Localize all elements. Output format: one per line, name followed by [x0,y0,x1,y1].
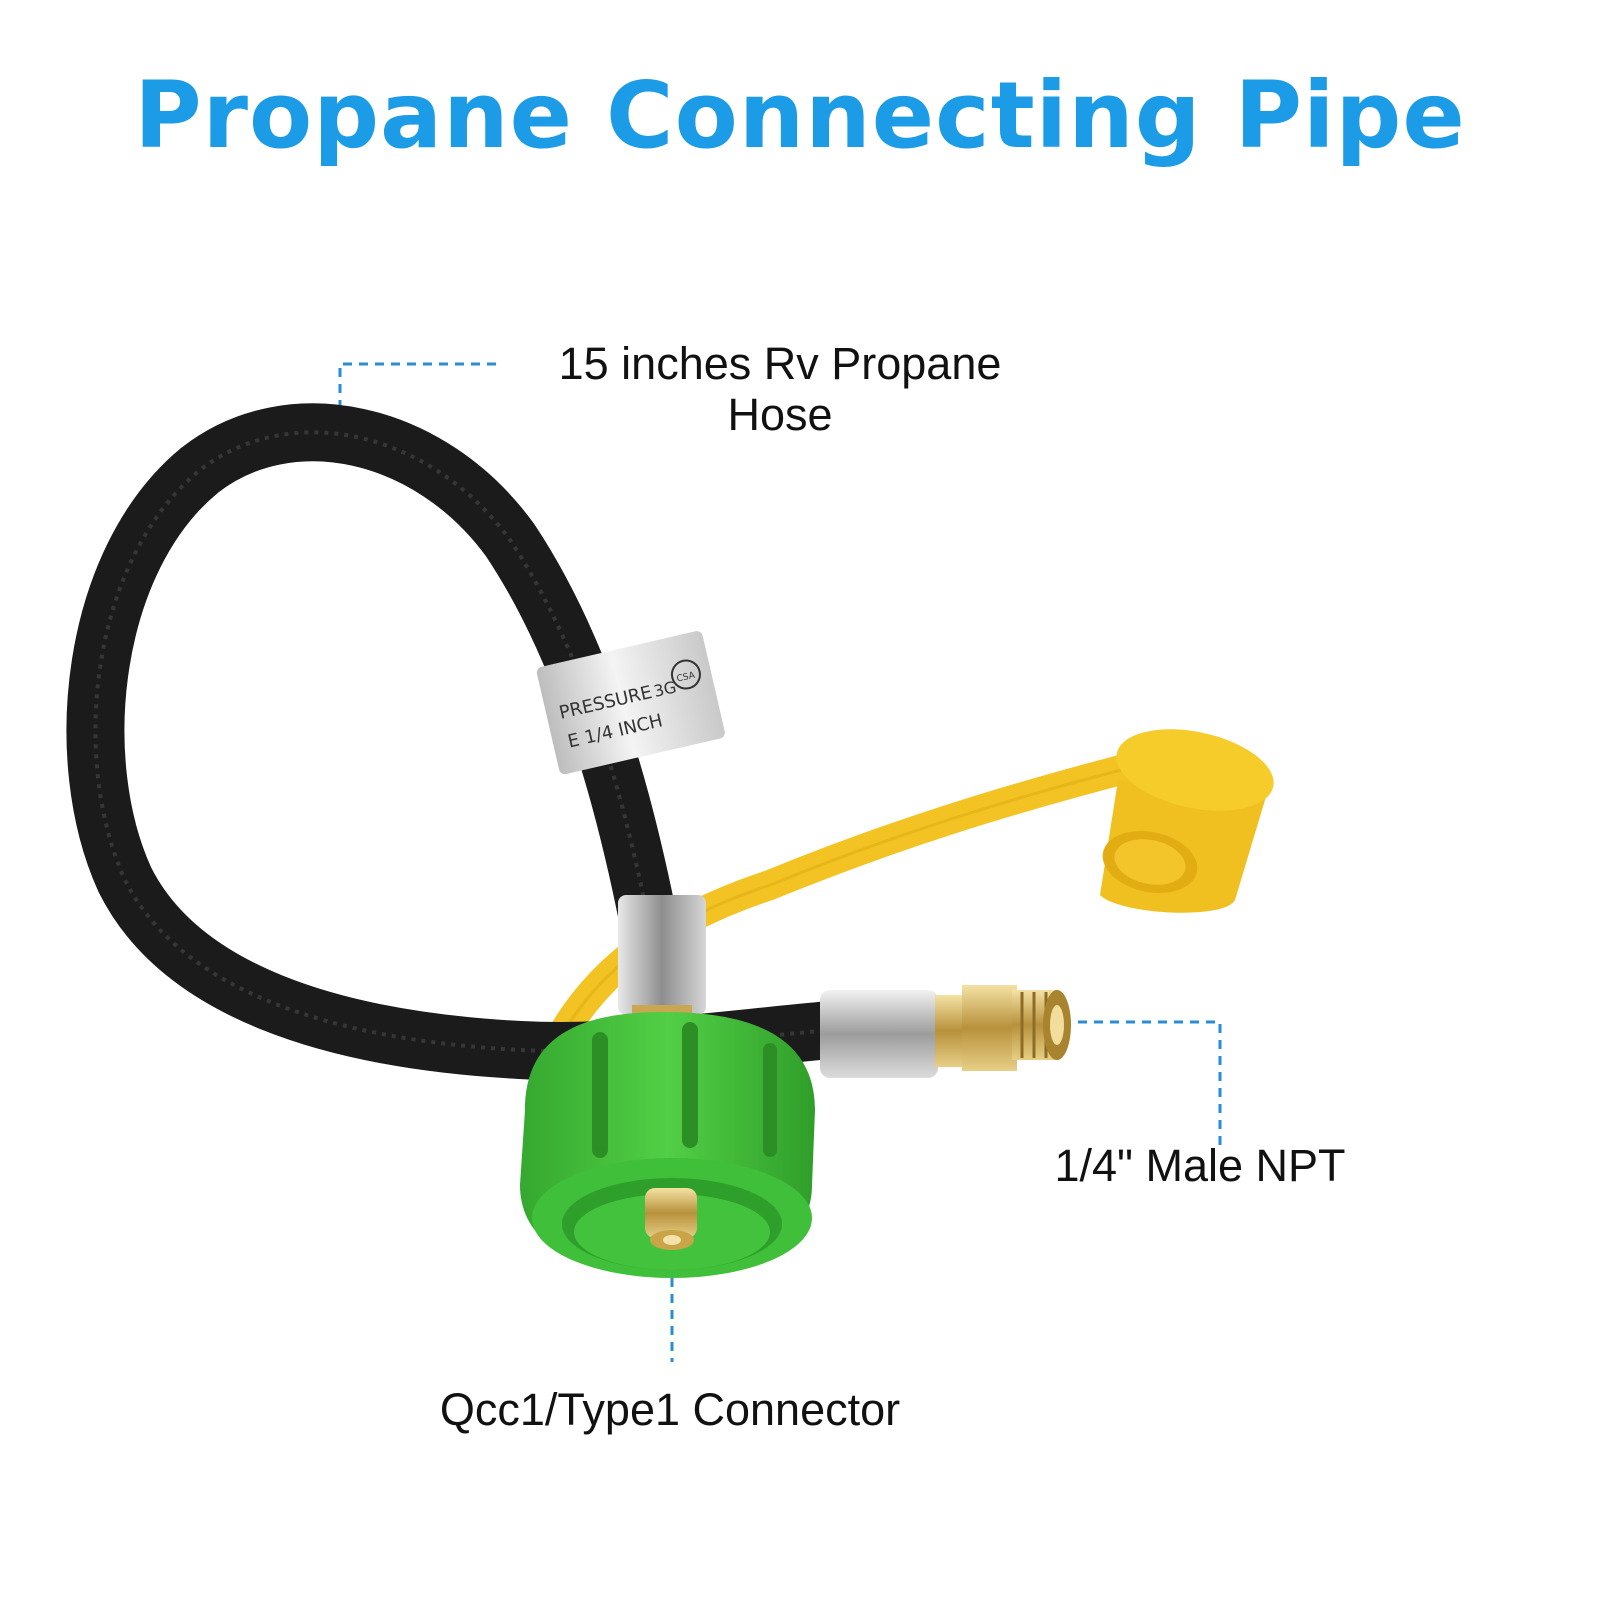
yellow-cap [1100,729,1274,913]
hose-leader-line [338,362,496,432]
hose-tag-cert: CSA [676,670,697,684]
hose-label: 15 inches Rv Propane Hose [500,338,1060,440]
hose-tag: PRESSURE 3G E 1/4 INCH CSA [536,631,725,775]
npt-label: 1/4" Male NPT [1054,1140,1346,1191]
vertical-ferrule [618,895,706,1015]
npt-leader-line [1062,1020,1222,1145]
hose [66,403,833,1080]
leader-lines [338,362,1222,1362]
page-title: Propane Connecting Pipe [134,62,1466,169]
male-npt-fitting [820,985,1071,1078]
connector-label: Qcc1/Type1 Connector [439,1384,901,1435]
qcc1-connector [520,1012,815,1278]
hose-tag-code: 3G [652,677,678,701]
hose-label-line2: Hose [727,389,833,440]
csa-mark-icon [670,659,701,690]
hose-label-line1: 15 inches Rv Propane [558,338,1002,389]
